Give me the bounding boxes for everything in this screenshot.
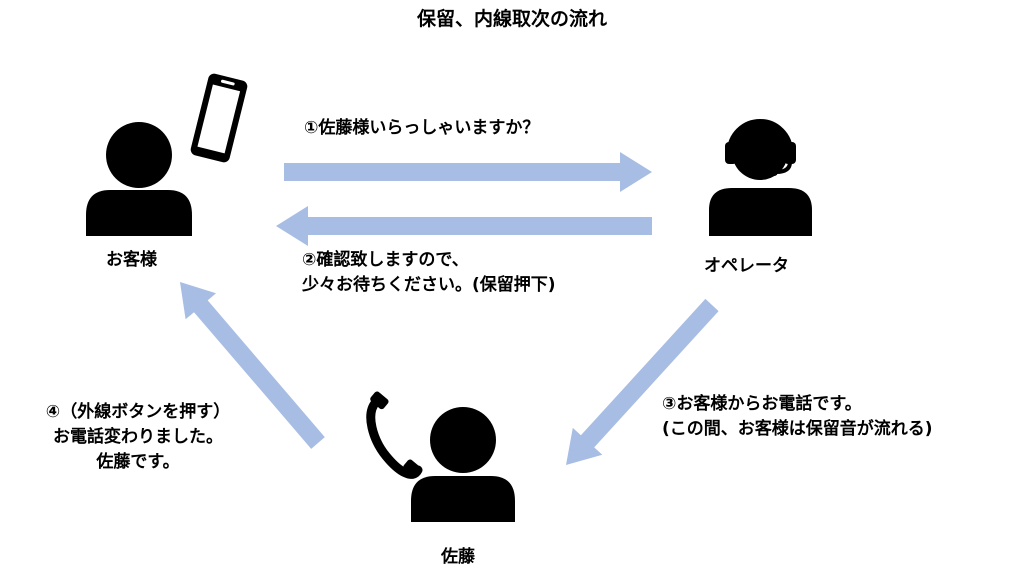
diagram-title: 保留、内線取次の流れ (416, 8, 607, 30)
step4-line2: お電話変わりました。 (53, 427, 223, 447)
arrow-operator-to-customer (276, 206, 652, 246)
actor-label-operator: オペレータ (704, 256, 789, 276)
sato-person-icon (411, 407, 515, 522)
step2-line2: 少々お待ちください。(保留押下) (302, 275, 556, 295)
step1-label: ①佐藤様いらっしゃいますか？ (304, 118, 540, 138)
telephone-icon (366, 391, 423, 479)
step4-line1: ④（外線ボタンを押す） (45, 402, 231, 422)
customer-person-icon (86, 122, 192, 236)
arrow-operator-to-sato (566, 298, 719, 465)
step3-line1: ③お客様からお電話です。 (662, 394, 862, 414)
operator-headset-icon (709, 119, 812, 236)
step3-label: ③お客様からお電話です。 (この間、お客様は保留音が流れる) (662, 392, 933, 442)
actor-label-customer: お客様 (106, 250, 157, 270)
step4-line3: 佐藤です。 (96, 452, 180, 472)
arrow-customer-to-operator (284, 152, 652, 192)
step2-line1: ②確認致しますので、 (302, 250, 469, 270)
arrow-sato-to-customer (180, 282, 325, 449)
actor-label-sato: 佐藤 (441, 547, 475, 567)
smartphone-icon (190, 73, 248, 163)
step3-line2: (この間、お客様は保留音が流れる) (662, 419, 933, 439)
step2-label: ②確認致しますので、 少々お待ちください。(保留押下) (302, 248, 556, 298)
step4-label: ④（外線ボタンを押す） お電話変わりました。 佐藤です。 (8, 400, 268, 475)
